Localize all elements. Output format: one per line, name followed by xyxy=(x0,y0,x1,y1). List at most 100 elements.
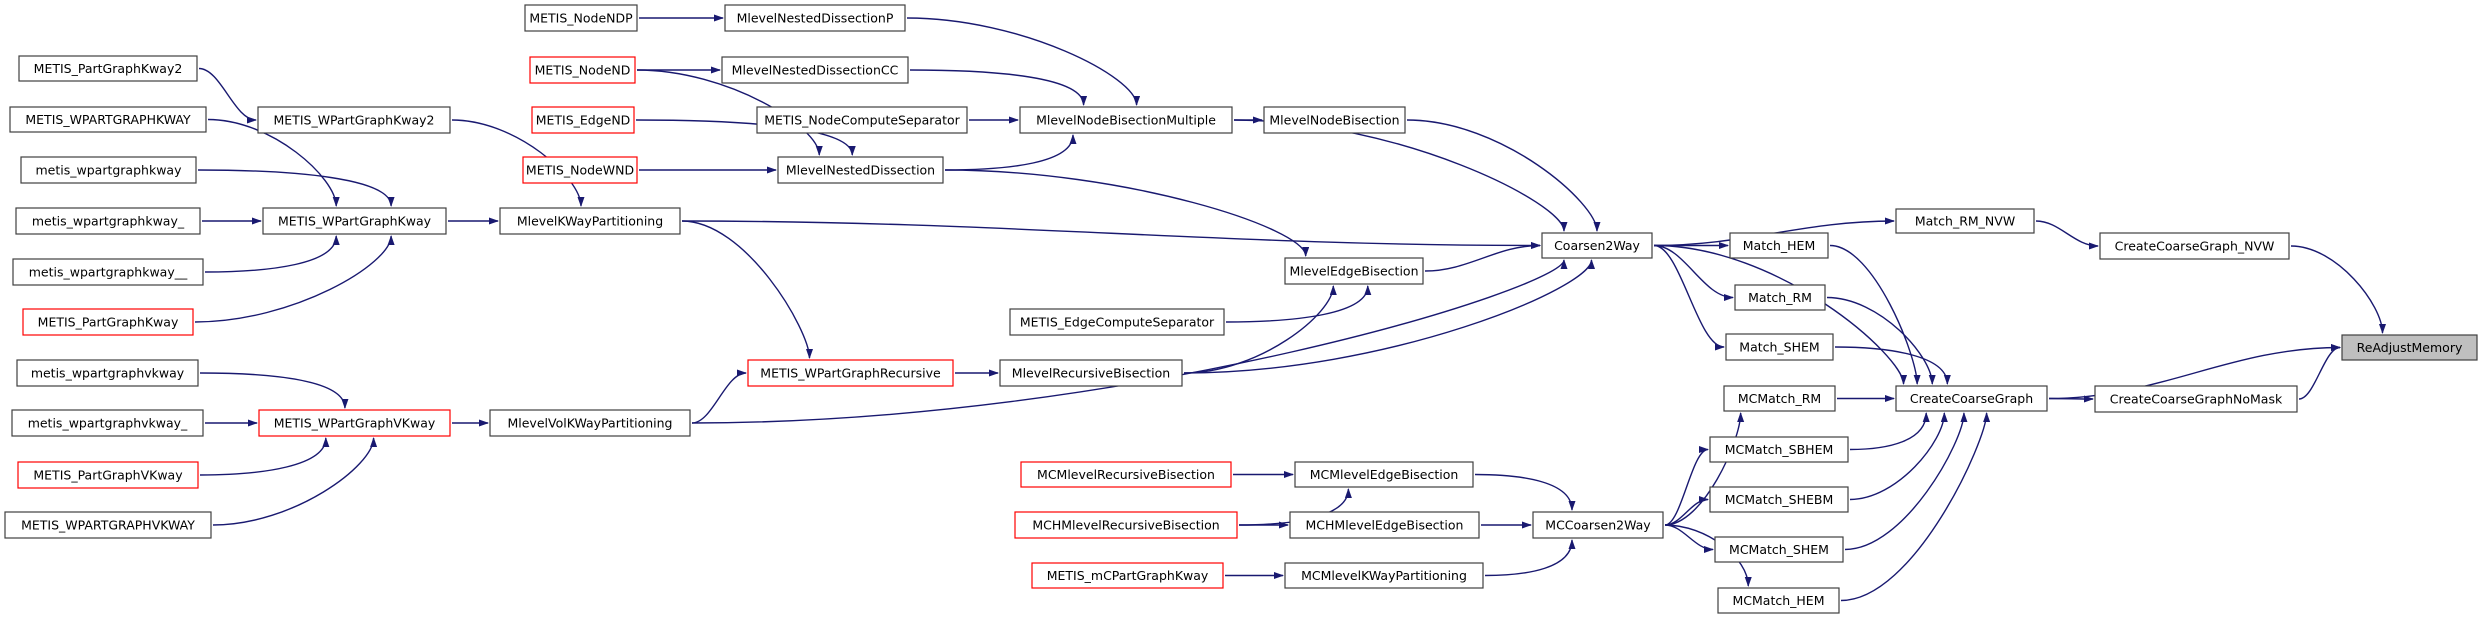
edge-mlevelkwaypartitioning-to-metis-wpartgraphrecursive xyxy=(681,220,813,359)
graph-node-metis-wpartgraphkway[interactable]: METIS_WPARTGRAPHKWAY xyxy=(9,106,207,133)
node-box xyxy=(17,461,199,489)
graph-node-metis-wpartgraphkway[interactable]: metis_wpartgraphkway_ xyxy=(15,207,201,235)
graph-node-mcmatch-rm[interactable]: MCMatch_RM xyxy=(1723,385,1836,412)
node-box xyxy=(1294,461,1474,488)
node-label: METIS_WPartGraphKway2 xyxy=(274,113,435,128)
graph-node-mlevelnesteddissectioncc[interactable]: MlevelNestedDissectionCC xyxy=(721,56,909,84)
node-box xyxy=(262,207,447,235)
graph-node-metis-nodewnd[interactable]: METIS_NodeWND xyxy=(522,156,638,184)
graph-node-createcoarsegraphnomask[interactable]: CreateCoarseGraphNoMask xyxy=(2094,385,2298,413)
graph-node-mleveledgebisection[interactable]: MlevelEdgeBisection xyxy=(1284,257,1424,285)
node-label: metis_wpartgraphkway_ xyxy=(32,214,185,229)
graph-node-mlevelnodebisection[interactable]: MlevelNodeBisection xyxy=(1263,106,1406,134)
edge-coarsen2way-to-match-shem xyxy=(1653,244,1725,351)
edge-match-rm-to-createcoarsegraph xyxy=(1826,296,1936,385)
graph-node-mlevelkwaypartitioning[interactable]: MlevelKWayPartitioning xyxy=(499,207,681,235)
edge-mlevelnodebisectionmultiple-to-coarsen2way xyxy=(1233,119,1568,232)
graph-node-metis-wpartgraphvkway[interactable]: METIS_WPartGraphVKway xyxy=(258,409,451,437)
edge-metis-partgraphvkway-to-metis-wpartgraphvkway xyxy=(199,437,330,476)
graph-node-mchmlevelrecursivebisection[interactable]: MCHMlevelRecursiveBisection xyxy=(1014,511,1238,539)
node-box xyxy=(1014,511,1238,539)
edge-metis-wpartgraphvkway-to-metis-wpartgraphvkway xyxy=(199,372,349,409)
graph-node-mlevelnesteddissectionp[interactable]: MlevelNestedDissectionP xyxy=(724,4,906,32)
node-label: METIS_WPartGraphVKway xyxy=(274,416,436,431)
edge-mlevelnesteddissection-to-mlevelnodebisectionmultiple xyxy=(944,134,1077,171)
graph-node-metis-mcpartgraphkway[interactable]: METIS_mCPartGraphKway xyxy=(1031,562,1224,589)
graph-node-mcmleveledgebisection[interactable]: MCMlevelEdgeBisection xyxy=(1294,461,1474,488)
graph-node-mlevelvolkwaypartitioning[interactable]: MlevelVolKWayPartitioning xyxy=(489,409,691,437)
edge-metis-wpartgraphkway-to-metis-wpartgraphkway xyxy=(204,235,340,273)
graph-node-metis-edgend[interactable]: METIS_EdgeND xyxy=(531,106,635,134)
edge-mlevelvolkwaypartitioning-to-coarsen2way xyxy=(691,259,1568,424)
graph-node-metis-partgraphvkway[interactable]: METIS_PartGraphVKway xyxy=(17,461,199,489)
graph-node-metis-wpartgraphvkway[interactable]: METIS_WPARTGRAPHVKWAY xyxy=(4,511,212,539)
graph-node-mcmatch-hem[interactable]: MCMatch_HEM xyxy=(1717,587,1840,614)
graph-node-match-shem[interactable]: Match_SHEM xyxy=(1725,333,1834,361)
graph-node-match-rm-nvw[interactable]: Match_RM_NVW xyxy=(1895,208,2035,234)
node-label: METIS_mCPartGraphKway xyxy=(1047,568,1209,583)
edge-mleveledgebisection-to-coarsen2way xyxy=(1424,242,1541,272)
graph-node-metis-wpartgraphvkway[interactable]: metis_wpartgraphvkway_ xyxy=(11,409,204,437)
graph-node-coarsen2way[interactable]: Coarsen2Way xyxy=(1541,232,1653,259)
graph-node-mlevelnesteddissection[interactable]: MlevelNestedDissection xyxy=(777,156,944,184)
edge-coarsen2way-to-match-rm xyxy=(1653,244,1734,301)
node-label: metis_wpartgraphvkway_ xyxy=(28,416,188,431)
node-box xyxy=(522,156,638,184)
node-label: MCMatch_SHEBM xyxy=(1725,492,1834,507)
graph-node-metis-partgraphkway[interactable]: METIS_PartGraphKway xyxy=(22,308,194,336)
graph-node-mlevelrecursivebisection[interactable]: MlevelRecursiveBisection xyxy=(999,359,1183,387)
graph-node-mcmlevelrecursivebisection[interactable]: MCMlevelRecursiveBisection xyxy=(1020,461,1232,488)
node-label: MlevelNodeBisection xyxy=(1269,113,1399,128)
graph-node-match-hem[interactable]: Match_HEM xyxy=(1729,232,1829,259)
graph-node-metis-wpartgraphvkway[interactable]: metis_wpartgraphvkway xyxy=(16,359,199,387)
graph-node-metis-edgecomputeseparator[interactable]: METIS_EdgeComputeSeparator xyxy=(1009,308,1225,336)
edge-mcmlevelkwaypartitioning-to-mccoarsen2way xyxy=(1484,539,1576,577)
graph-node-metis-nodecomputeseparator[interactable]: METIS_NodeComputeSeparator xyxy=(756,106,968,134)
graph-node-metis-wpartgraphrecursive[interactable]: METIS_WPartGraphRecursive xyxy=(747,359,954,387)
node-box xyxy=(721,56,909,84)
node-box xyxy=(1729,232,1829,259)
graph-node-createcoarsegraph-nvw[interactable]: CreateCoarseGraph_NVW xyxy=(2099,232,2290,260)
node-box xyxy=(18,55,198,82)
node-box xyxy=(16,359,199,387)
node-box xyxy=(1895,208,2035,234)
node-box xyxy=(2099,232,2290,260)
graph-node-mlevelnodebisectionmultiple[interactable]: MlevelNodeBisectionMultiple xyxy=(1019,106,1233,134)
node-label: MCMlevelEdgeBisection xyxy=(1310,467,1459,482)
graph-node-metis-wpartgraphkway[interactable]: metis_wpartgraphkway xyxy=(20,156,197,184)
graph-node-mcmatch-shem[interactable]: MCMatch_SHEM xyxy=(1714,536,1844,563)
edge-coarsen2way-to-createcoarsegraph xyxy=(1653,244,1908,385)
node-box xyxy=(499,207,681,235)
node-box xyxy=(1709,436,1849,463)
graph-node-metis-nodendp[interactable]: METIS_NodeNDP xyxy=(524,4,638,32)
node-box xyxy=(2341,334,2478,361)
graph-node-metis-partgraphkway2[interactable]: METIS_PartGraphKway2 xyxy=(18,55,198,82)
edge-mccoarsen2way-to-mcmatch-shebm xyxy=(1664,496,1709,526)
graph-node-mccoarsen2way[interactable]: MCCoarsen2Way xyxy=(1532,511,1664,539)
edge-metis-nodend-to-mlevelnesteddissection xyxy=(636,69,823,156)
graph-node-match-rm[interactable]: Match_RM xyxy=(1734,284,1826,311)
node-label: METIS_NodeND xyxy=(535,63,631,78)
graph-node-createcoarsegraph[interactable]: CreateCoarseGraph xyxy=(1895,385,2048,412)
edge-mlevelrecursivebisection-to-coarsen2way xyxy=(1183,259,1595,374)
node-label: METIS_PartGraphVKway xyxy=(33,468,183,483)
node-label: metis_wpartgraphvkway xyxy=(31,366,185,381)
graph-node-metis-nodend[interactable]: METIS_NodeND xyxy=(529,56,636,84)
graph-node-metis-wpartgraphkway[interactable]: metis_wpartgraphkway__ xyxy=(12,258,204,286)
graph-node-mcmlevelkwaypartitioning[interactable]: MCMlevelKWayPartitioning xyxy=(1284,562,1484,589)
graph-node-metis-wpartgraphkway2[interactable]: METIS_WPartGraphKway2 xyxy=(257,106,451,134)
node-box xyxy=(1284,562,1484,589)
node-label: METIS_PartGraphKway2 xyxy=(34,61,183,76)
graph-node-mcmatch-shebm[interactable]: MCMatch_SHEBM xyxy=(1709,486,1849,513)
node-box xyxy=(1031,562,1224,589)
graph-node-mchmleveledgebisection[interactable]: MCHMlevelEdgeBisection xyxy=(1289,511,1480,539)
graph-node-mcmatch-sbhem[interactable]: MCMatch_SBHEM xyxy=(1709,436,1849,463)
node-label: METIS_WPARTGRAPHVKWAY xyxy=(21,518,195,533)
graph-node-metis-wpartgraphkway[interactable]: METIS_WPartGraphKway xyxy=(262,207,447,235)
nodes-layer: METIS_PartGraphKway2METIS_WPARTGRAPHKWAY… xyxy=(4,4,2478,614)
graph-node-readjustmemory[interactable]: ReAdjustMemory xyxy=(2341,334,2478,361)
edge-mccoarsen2way-to-mcmatch-sbhem xyxy=(1664,446,1709,526)
node-label: MCMatch_HEM xyxy=(1733,593,1825,608)
edge-metis-wpartgraphvkway-to-metis-wpartgraphvkway xyxy=(212,437,378,526)
